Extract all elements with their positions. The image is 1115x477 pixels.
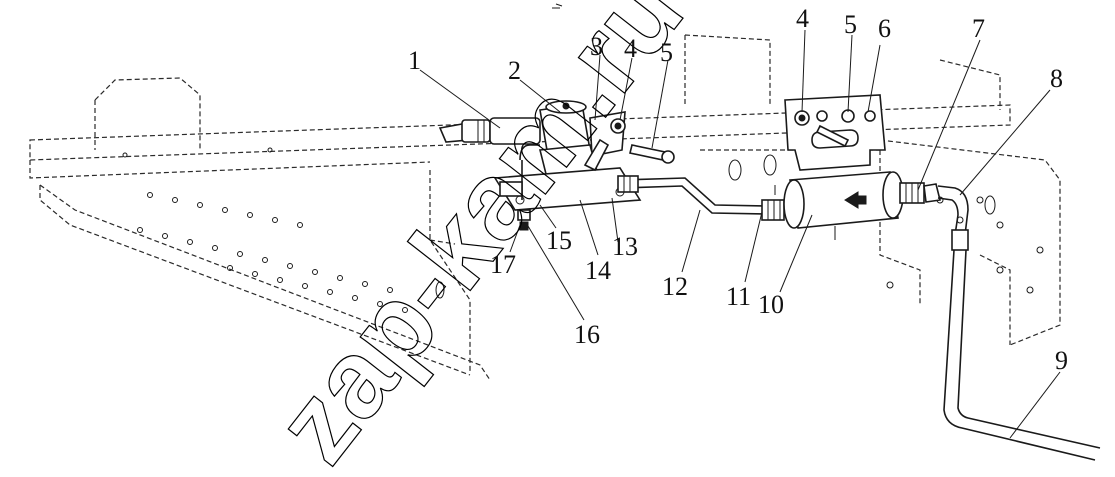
solenoid-valve-assembly — [438, 100, 675, 231]
callout-11: 11 — [726, 282, 752, 311]
callout-12: 12 — [662, 272, 688, 301]
callout-16: 16 — [574, 320, 600, 349]
mounting-bracket — [784, 94, 886, 171]
callout-13: 13 — [612, 232, 638, 261]
callout-6: 6 — [878, 14, 891, 43]
callout-5: 5 — [660, 38, 673, 67]
callout-3: 3 — [590, 32, 603, 61]
callout-2: 2 — [508, 56, 521, 85]
pipe-12 — [617, 175, 766, 215]
callout-4: 4 — [624, 34, 637, 63]
svg-text:zap-kam.ru: zap-kam.ru — [252, 0, 706, 472]
watermark: zap-kam.ru — [251, 0, 707, 477]
callout-5-bracket: 5 — [844, 10, 857, 39]
callout-9: 9 — [1055, 346, 1068, 375]
leader-lines — [419, 29, 1061, 439]
hose-assembly — [899, 182, 1101, 461]
callout-7: 7 — [972, 14, 985, 43]
callout-8: 8 — [1050, 64, 1063, 93]
callout-17: 17 — [490, 250, 516, 279]
callout-15: 15 — [546, 226, 572, 255]
callout-10: 10 — [758, 290, 784, 319]
callout-14: 14 — [585, 256, 611, 285]
callout-4-bracket: 4 — [796, 4, 809, 33]
top-mark — [552, 3, 563, 9]
callout-1: 1 — [408, 46, 421, 75]
filter-housing — [761, 171, 904, 240]
